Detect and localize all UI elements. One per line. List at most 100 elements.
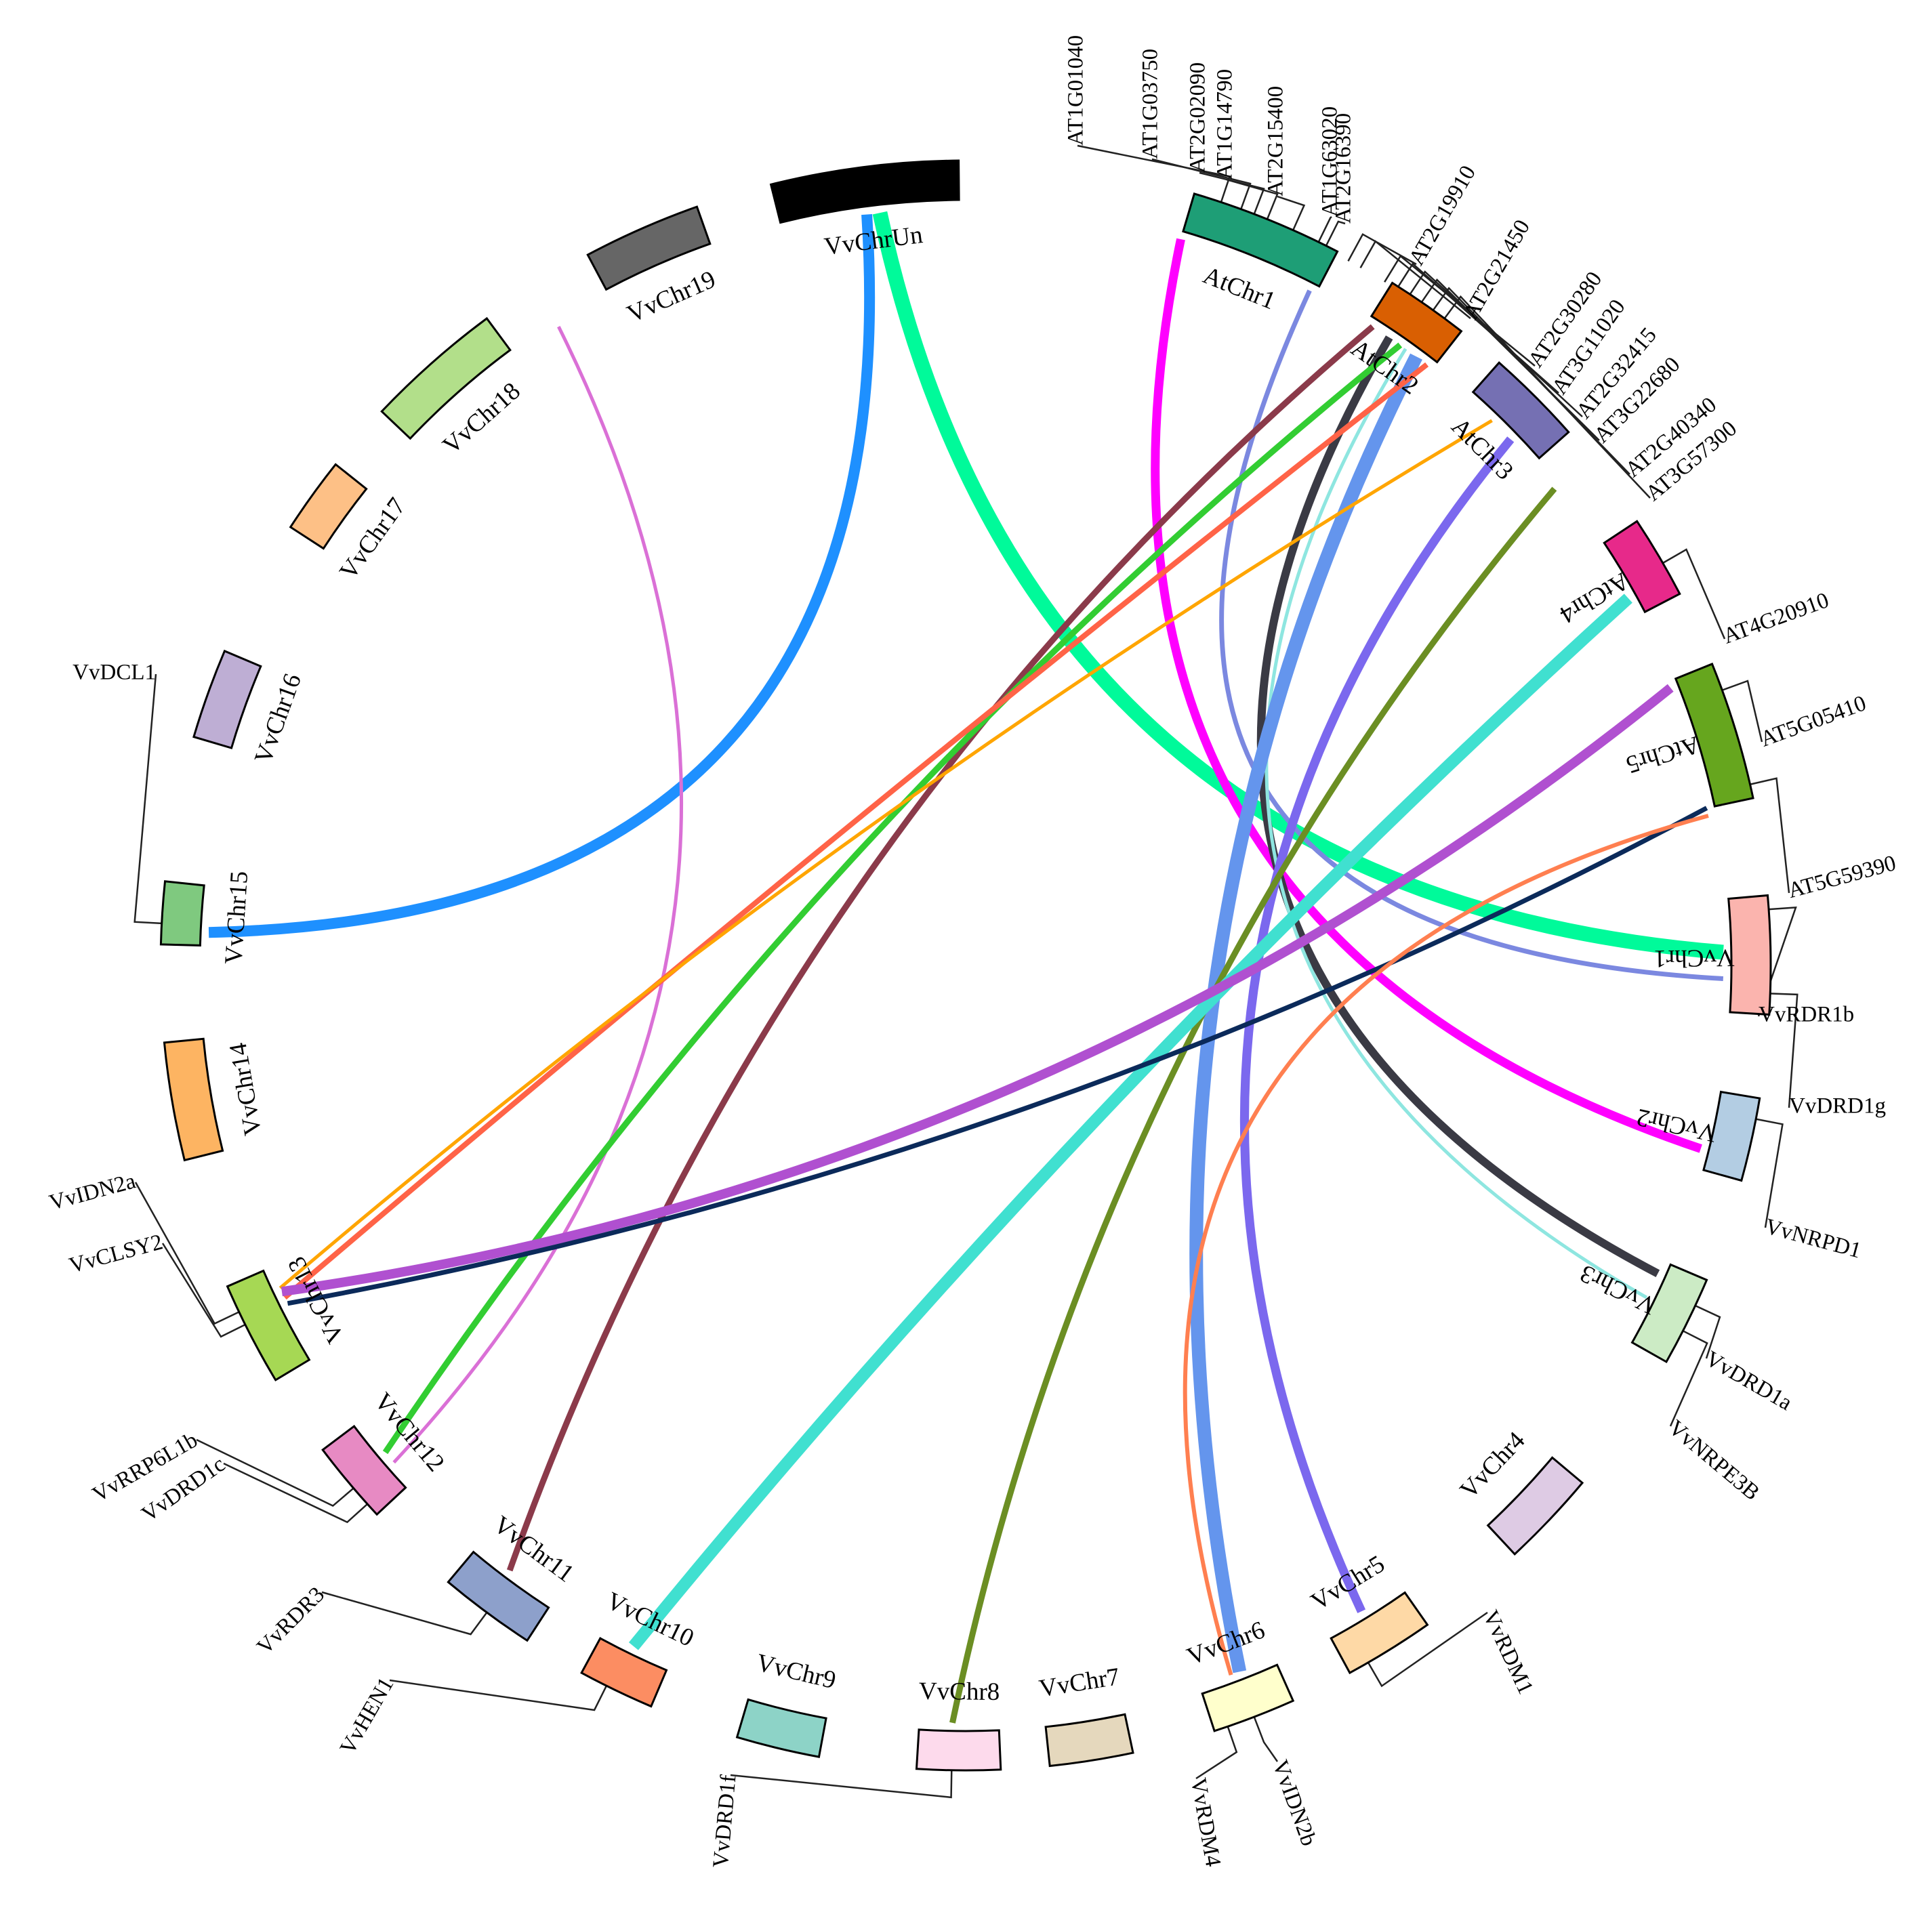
chromosome-label-atchr1: AtChr1 — [1199, 262, 1279, 316]
gene-label-at2g19910: AT2G19910 — [1404, 161, 1481, 269]
synteny-links — [208, 211, 1724, 1724]
chromosome-vvchr7 — [1044, 1713, 1134, 1768]
leader-line-vvrdm1 — [1365, 1611, 1488, 1688]
gene-label-at1g14790: AT1G14790 — [1213, 69, 1237, 180]
leader-line-at2g32415 — [1407, 270, 1583, 417]
chromosome-vvchr10 — [580, 1637, 668, 1708]
leader-line-vvidn2a — [134, 1182, 243, 1325]
leader-line-vvrrp6l1b — [196, 1438, 357, 1507]
link-vvchr13-atchr3 — [279, 419, 1493, 1289]
leader-line-at1g63020 — [1316, 216, 1332, 246]
chromosome-label-atchr5: AtChr5 — [1623, 730, 1703, 779]
leader-line-at5g59390 — [1746, 777, 1790, 894]
chromosome-label-vvchr8: VvChr8 — [919, 1678, 1000, 1706]
leader-line-at1g01040 — [1077, 144, 1231, 206]
gene-label-at2g16390: AT2G16390 — [1332, 113, 1356, 224]
leader-line-vvrdm4 — [1195, 1723, 1238, 1780]
gene-label-vvdrd1f: VvDRD1f — [709, 1774, 741, 1869]
chromosome-vvchr15 — [159, 880, 205, 946]
leader-line-vvnrpe3b — [1669, 1328, 1708, 1427]
leader-line-at2g02090 — [1199, 171, 1265, 218]
gene-label-vvidn2b: VvIDN2b — [1267, 1757, 1321, 1849]
gene-label-vvrdm1: VvRDM1 — [1478, 1606, 1538, 1698]
gene-label-vvrdm4: VvRDM4 — [1186, 1776, 1225, 1868]
gene-label-vvhen1: VvHEN1 — [335, 1673, 399, 1759]
chromosome-atchr2 — [1370, 281, 1463, 364]
gene-label-at2g02090: AT2G02090 — [1186, 62, 1210, 173]
leader-line-at5g05410 — [1719, 680, 1763, 743]
link-vvchr1-atchr1 — [872, 211, 1724, 960]
leader-line-vvdrd1a — [1691, 1303, 1721, 1359]
chromosome-vvchr9 — [735, 1698, 827, 1758]
link-vvchr11-atchr2 — [506, 324, 1375, 1572]
chromosome-vvchr19 — [586, 205, 712, 291]
chromosome-label-vvchr15: VvChr15 — [220, 870, 253, 965]
chromosome-label-vvchr7: VvChr7 — [1037, 1663, 1122, 1703]
chromosome-vvchr17 — [289, 463, 368, 550]
leader-line-at2g21450 — [1359, 240, 1471, 319]
gene-label-vvclsy2: VvCLSY2 — [66, 1230, 165, 1278]
leader-line-vvdrd1f — [730, 1766, 953, 1799]
leader-line-vvdrd1c — [223, 1462, 371, 1524]
leader-line-at2g30280 — [1384, 255, 1536, 367]
leader-line-vvdcl1 — [133, 673, 165, 925]
chromosome-label-vvchr19: VvChr19 — [623, 266, 720, 329]
leader-line-vvclsy2 — [161, 1243, 249, 1338]
link-vvchr5-atchr3 — [1239, 436, 1515, 1613]
chromosome-vvchr13 — [226, 1269, 311, 1381]
chromosome-vvchr6 — [1201, 1663, 1295, 1732]
chromosome-vvchr5 — [1330, 1591, 1429, 1675]
chromosome-vvchr1 — [1727, 894, 1772, 1016]
gene-label-vvdrd1a: VvDRD1a — [1701, 1346, 1796, 1415]
link-vvchr15-atchr1 — [208, 214, 876, 938]
chromosome-vvchr11 — [447, 1550, 550, 1642]
leader-line-vvidn2b — [1252, 1713, 1279, 1762]
gene-label-vvnrpd1: VvNRPD1 — [1763, 1214, 1864, 1263]
gene-label-vvrdr1b: VvRDR1b — [1759, 1003, 1854, 1027]
gene-label-at2g21450: AT2G21450 — [1458, 215, 1535, 323]
link-vvchr12-atchr2 — [382, 342, 1403, 1455]
leader-line-vvdrd1g — [1767, 993, 1799, 1108]
leader-line-at1g03750 — [1151, 158, 1252, 213]
gene-label-at5g59390: AT5G59390 — [1786, 851, 1899, 903]
gene-label-vvdrd1g: VvDRD1g — [1789, 1094, 1886, 1119]
leader-line-at2g19910 — [1347, 233, 1417, 266]
leader-line-vvhen1 — [389, 1679, 609, 1711]
link-vvchr6-atchr5 — [1183, 814, 1709, 1676]
link-vvchr8-atchr3 — [949, 486, 1557, 1724]
leader-line-at4g20910 — [1659, 548, 1726, 640]
chromosome-ring — [159, 159, 1772, 1772]
gene-label-vvdcl1: VvDCL1 — [73, 661, 156, 685]
chromosome-vvchr4 — [1486, 1456, 1584, 1556]
gene-label-at4g20910: AT4G20910 — [1720, 588, 1832, 649]
chromosome-vvchr18 — [380, 316, 512, 440]
gene-label-vvrdr3: VvRDR3 — [252, 1583, 329, 1660]
gene-label-vvidn2a: VvIDN2a — [47, 1169, 138, 1215]
chromosome-label-vvchr4: VvChr4 — [1455, 1427, 1531, 1505]
link-vvchr10-atchr4 — [628, 594, 1632, 1650]
gene-label-at1g03750: AT1G03750 — [1138, 49, 1163, 159]
chromosome-vvchr3 — [1630, 1263, 1708, 1364]
leader-line-at3g57300 — [1441, 295, 1651, 499]
chromosome-label-atchr4: AtChr4 — [1555, 566, 1634, 629]
chromosome-vvchrun — [769, 159, 960, 224]
gene-label-at1g01040: AT1G01040 — [1064, 35, 1088, 146]
gene-label-at1g63020: AT1G63020 — [1318, 106, 1342, 217]
chromosome-label-vvchr16: VvChr16 — [249, 670, 307, 767]
link-vvchr2-atchr1 — [1151, 238, 1702, 1153]
chromosome-label-vvchr1: VvChr1 — [1653, 944, 1735, 973]
chromosome-vvchr8 — [915, 1728, 1002, 1772]
link-vvchr12-atchr1 — [392, 325, 683, 1464]
leader-line-at2g16390 — [1323, 220, 1346, 249]
chromosome-label-vvchr14: VvChr14 — [224, 1041, 268, 1138]
link-vvchr3-atchr2 — [1265, 348, 1648, 1299]
leader-line-at1g14790 — [1226, 178, 1279, 223]
chromosome-vvchr2 — [1702, 1090, 1761, 1182]
chromosome-atchr3 — [1471, 361, 1570, 460]
leader-line-vvrdr3 — [321, 1591, 490, 1636]
leader-line-vvnrpd1 — [1752, 1117, 1784, 1228]
gene-label-at5g05410: AT5G05410 — [1757, 691, 1870, 752]
leader-line-at2g15400 — [1277, 195, 1306, 234]
chromosome-label-vvchr10: VvChr10 — [602, 1587, 698, 1652]
